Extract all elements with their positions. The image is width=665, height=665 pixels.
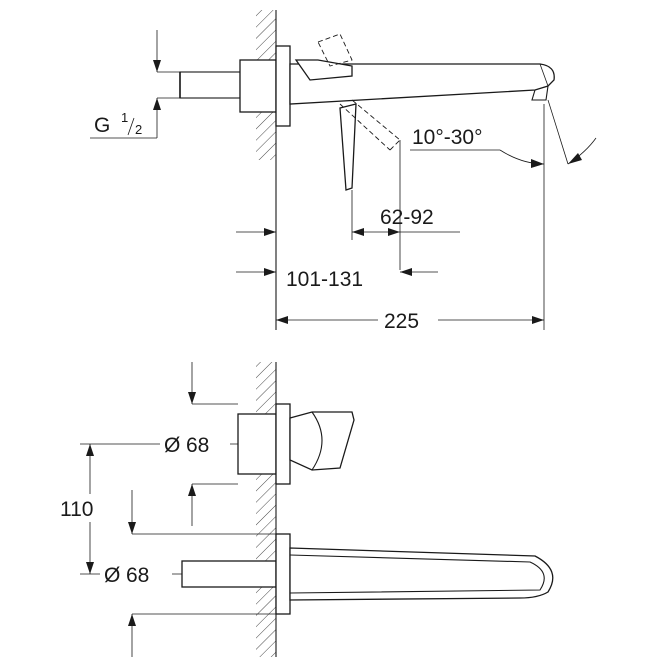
total-length-label: 225 bbox=[384, 310, 419, 333]
thread-numerator: 1 bbox=[121, 110, 128, 125]
angle-label: 10°-30° bbox=[412, 126, 483, 149]
inlet-pipe bbox=[179, 71, 241, 99]
plan-view: Ø 68 110 Ø 68 bbox=[52, 362, 554, 657]
spout-body bbox=[289, 63, 555, 105]
lever-handle bbox=[339, 103, 357, 191]
upper-rosette-plate bbox=[275, 403, 291, 485]
spout-offset-label: 101-131 bbox=[286, 268, 363, 291]
upper-diameter-label: 68 bbox=[186, 434, 209, 457]
side-view: G 1 2 10°-30° 62-92 101-131 225 bbox=[90, 10, 597, 333]
spout-pipe-plan bbox=[181, 560, 277, 588]
lever-range-label: 62-92 bbox=[380, 206, 434, 229]
lower-diameter-label: 68 bbox=[126, 564, 149, 587]
thread-label: G bbox=[94, 114, 110, 137]
rosette-plate bbox=[275, 45, 291, 127]
mounting-block bbox=[239, 59, 277, 113]
center-distance-label: 110 bbox=[60, 498, 93, 521]
lower-rosette-plate bbox=[275, 533, 291, 615]
upper-diameter-symbol: Ø bbox=[164, 434, 180, 457]
upper-rosette-block bbox=[237, 413, 277, 475]
lever-top bbox=[294, 59, 353, 81]
thread-denominator: 2 bbox=[135, 122, 142, 137]
lower-diameter-symbol: Ø bbox=[104, 564, 120, 587]
wall-hatch-bottom bbox=[256, 362, 276, 657]
